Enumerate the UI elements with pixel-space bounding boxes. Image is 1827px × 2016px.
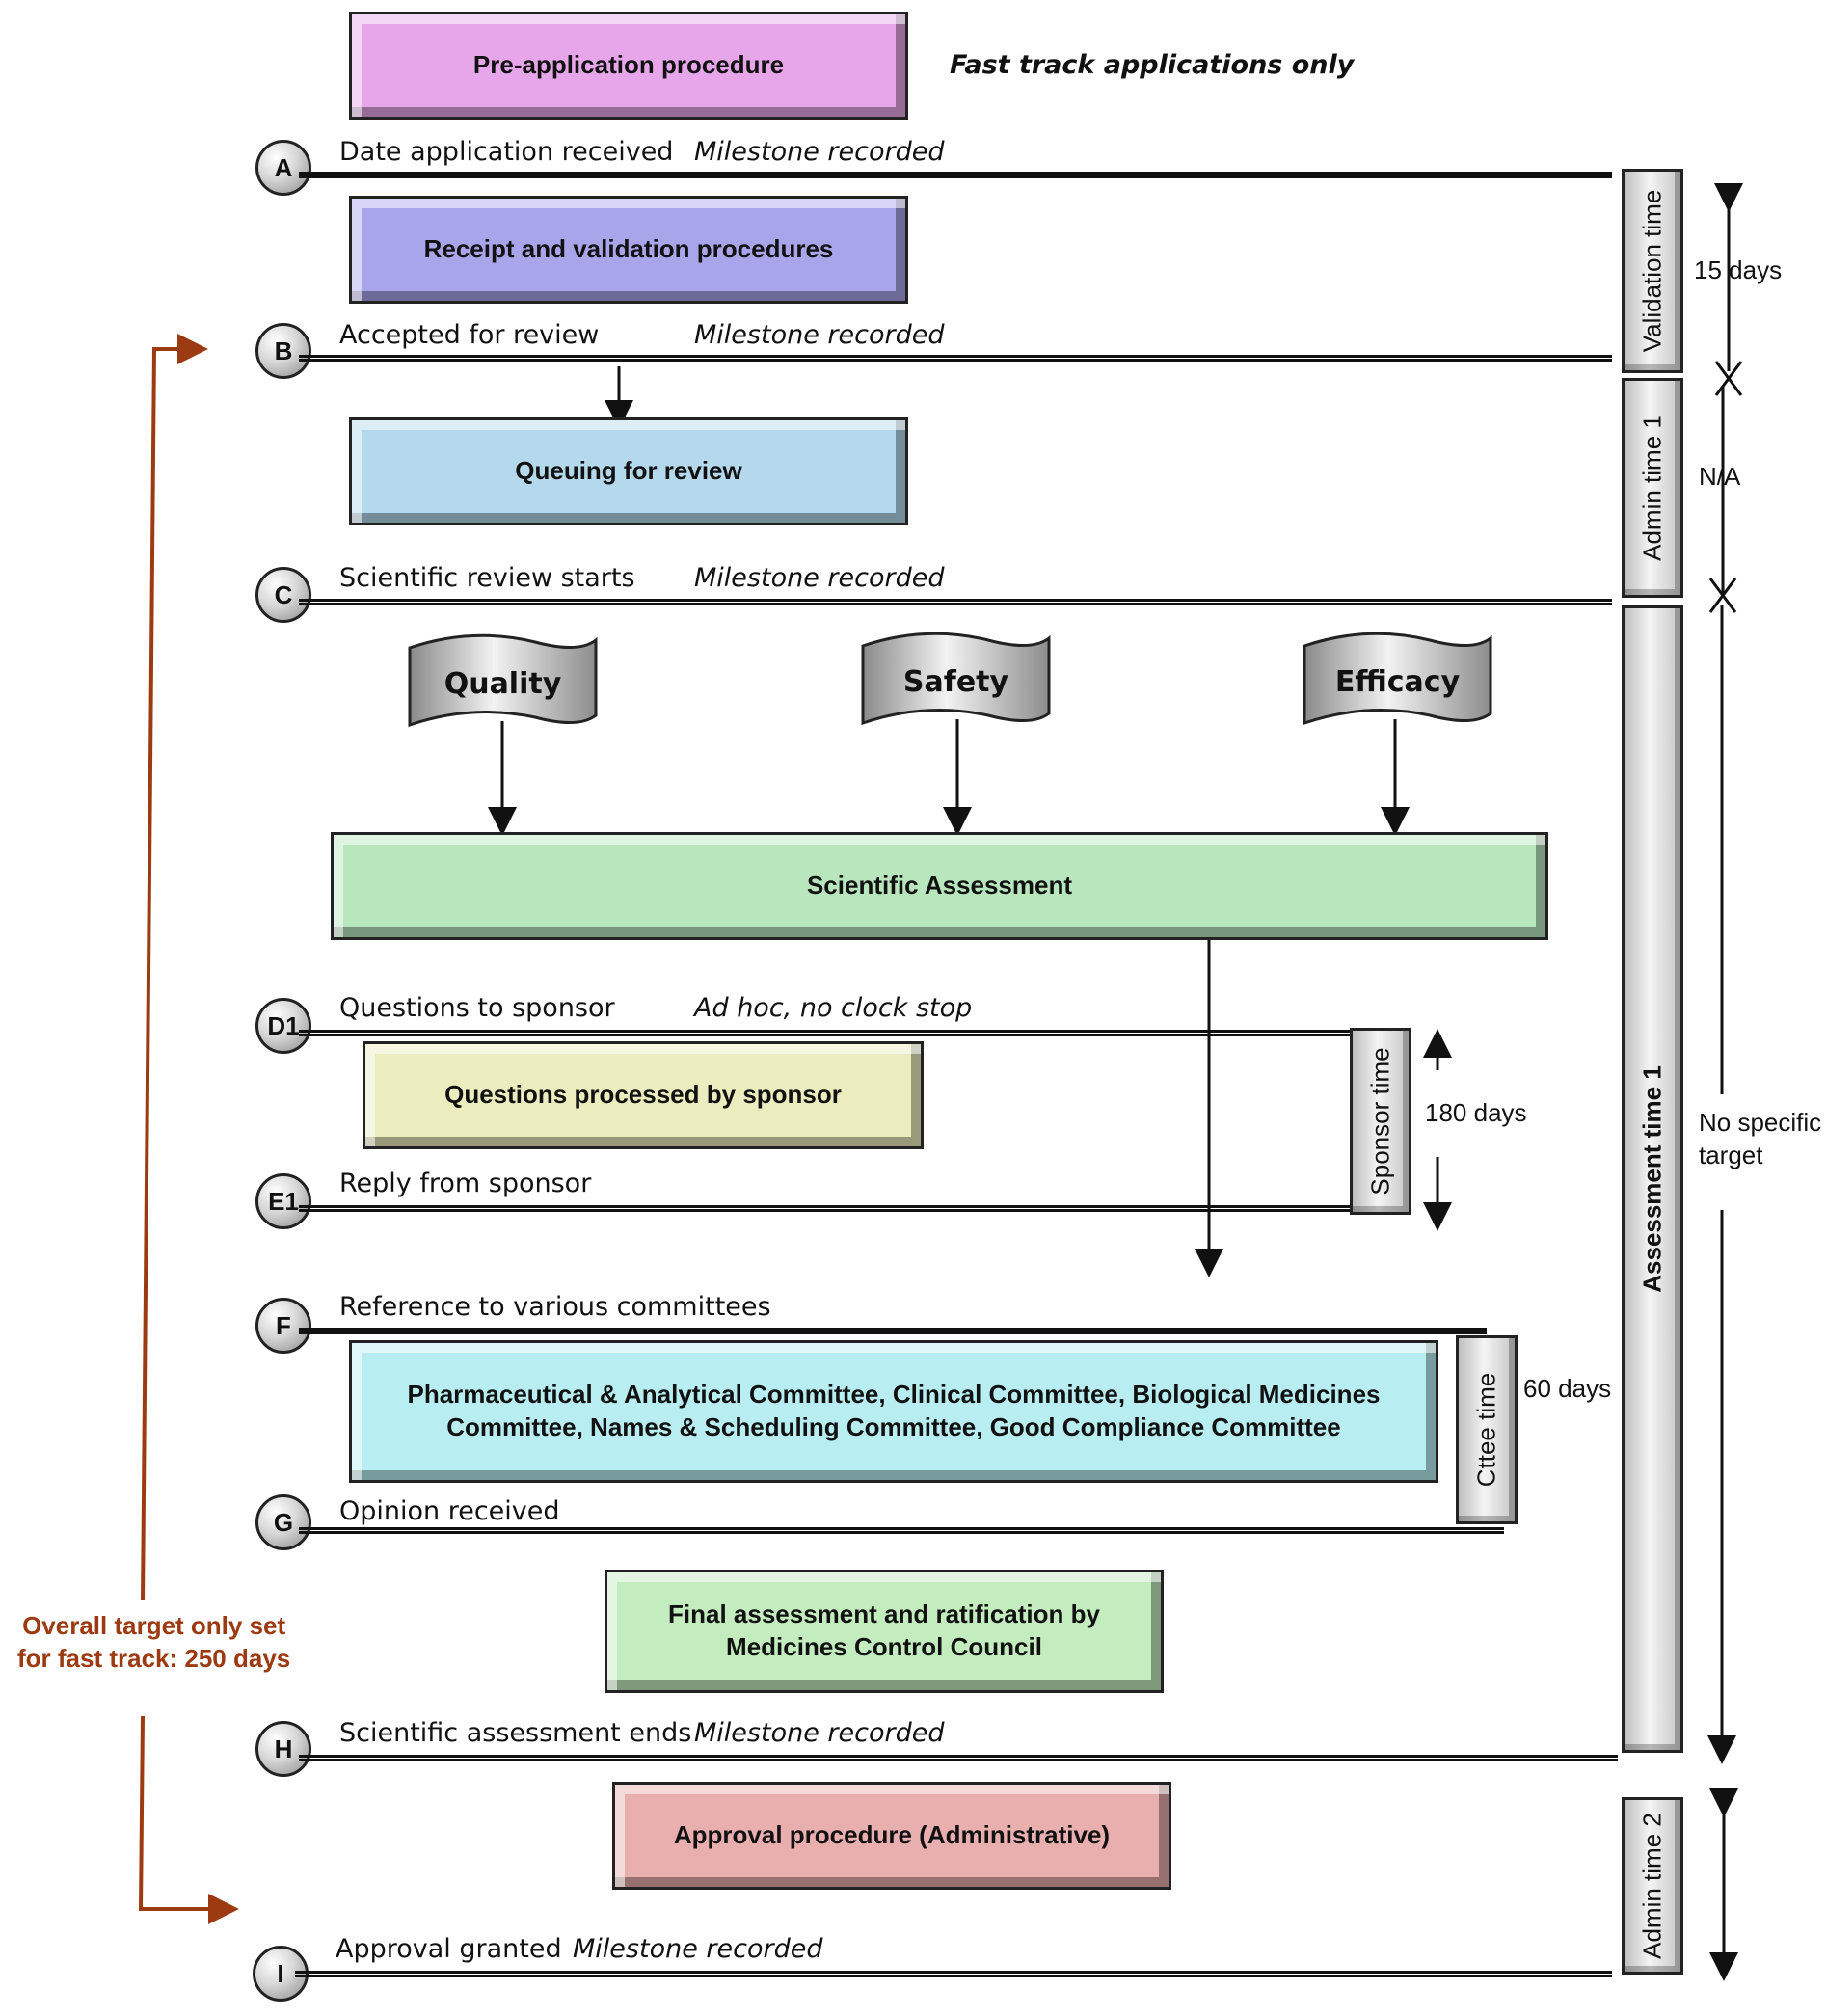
milestone-i-line [295, 1971, 1612, 1977]
final-assessment-label-line1: Final assessment and ratification by [668, 1599, 1100, 1629]
sponsor-duration: 180 days [1425, 1098, 1527, 1127]
milestone-b-label: Accepted for review [339, 320, 600, 350]
milestone-d1-label: Questions to sponsor [339, 993, 615, 1023]
cttee-time-bar: Cttee time [1456, 1335, 1518, 1524]
flag-safety [861, 632, 1051, 726]
questions-box: Questions processed by sponsor [363, 1041, 924, 1149]
pre-application-box: Pre-application procedure [349, 12, 908, 120]
flag-safety-label: Safety [902, 665, 1009, 699]
overall-bracket-bottom [138, 1715, 239, 1924]
cttee-time-label: Cttee time [1471, 1372, 1501, 1488]
sponsor-time-label: Sponsor time [1365, 1047, 1395, 1196]
admin-time-2-label: Admin time 2 [1637, 1813, 1667, 1959]
admin-1-duration: N/A [1699, 462, 1741, 491]
milestone-d1-note: Ad hoc, no clock stop [694, 993, 973, 1023]
milestone-c-label: Scientific review starts [339, 563, 635, 593]
milestone-e1-circle: E1 [255, 1173, 311, 1229]
scientific-assessment-box: Scientific Assessment [331, 832, 1548, 940]
assessment-time-1-bar: Assessment time 1 [1622, 605, 1683, 1753]
committees-label-line1: Pharmaceutical & Analytical Committee, C… [407, 1380, 1381, 1410]
milestone-b-circle: B [255, 323, 311, 379]
receipt-validation-box: Receipt and validation procedures [349, 196, 908, 304]
milestone-a-label: Date application received [339, 137, 674, 167]
milestone-f-line [299, 1328, 1487, 1334]
committees-box: Pharmaceutical & Analytical Committee, C… [349, 1340, 1438, 1483]
milestone-a-circle: A [255, 140, 311, 196]
admin-time-1-label: Admin time 1 [1637, 415, 1667, 561]
milestone-a-note: Milestone recorded [694, 137, 945, 167]
milestone-b-line [299, 355, 1612, 362]
x-mark-b [1714, 361, 1743, 396]
flag-efficacy [1303, 632, 1492, 726]
milestone-c-line [299, 599, 1612, 605]
milestone-g-circle: G [255, 1494, 311, 1550]
milestone-h-label: Scientific assessment ends [339, 1718, 692, 1748]
milestone-c-note: Milestone recorded [694, 563, 945, 593]
flag-quality [408, 633, 598, 728]
admin-time-2-bar: Admin time 2 [1622, 1797, 1683, 1975]
milestone-e1-label: Reply from sponsor [339, 1169, 592, 1198]
receipt-validation-label: Receipt and validation procedures [423, 234, 834, 264]
milestone-c-circle: C [255, 567, 311, 623]
flag-quality-label: Quality [443, 667, 562, 701]
milestone-g-line [299, 1527, 1504, 1534]
queuing-box: Queuing for review [349, 417, 908, 525]
pre-application-label: Pre-application procedure [472, 50, 785, 80]
validation-duration: 15 days [1694, 255, 1783, 284]
milestone-i-circle: I [253, 1946, 309, 2002]
milestone-f-circle: F [255, 1298, 311, 1354]
milestone-i-label: Approval granted [336, 1934, 562, 1964]
approval-box: Approval procedure (Administrative) [612, 1782, 1171, 1890]
milestone-g-label: Opinion received [339, 1496, 560, 1526]
milestone-f-label: Reference to various committees [339, 1292, 771, 1322]
x-mark-c [1708, 578, 1737, 613]
milestone-b-note: Milestone recorded [694, 320, 945, 350]
validation-time-label: Validation time [1637, 189, 1667, 353]
assessment-duration: No specific target [1699, 1108, 1822, 1169]
admin-time-1-bar: Admin time 1 [1622, 378, 1683, 598]
milestone-e1-line [299, 1205, 1352, 1212]
milestone-d1-line [299, 1030, 1352, 1036]
milestone-h-note: Milestone recorded [694, 1718, 945, 1748]
approval-label: Approval procedure (Administrative) [673, 1820, 1111, 1850]
milestone-i-note: Milestone recorded [573, 1934, 823, 1964]
committees-label-line2: Committee, Names & Scheduling Committee,… [446, 1412, 1341, 1441]
milestone-a-line [299, 172, 1612, 178]
overall-target-note: Overall target only set for fast track: … [17, 1611, 291, 1673]
validation-time-bar: Validation time [1622, 169, 1683, 373]
final-assessment-label-line2: Medicines Control Council [726, 1632, 1042, 1661]
overall-bracket-top [141, 334, 208, 1601]
assessment-time-1-label: Assessment time 1 [1637, 1065, 1667, 1293]
scientific-assessment-label: Scientific Assessment [806, 871, 1073, 900]
sponsor-time-bar: Sponsor time [1350, 1028, 1411, 1215]
flag-efficacy-label: Efficacy [1334, 665, 1461, 699]
cttee-duration: 60 days [1523, 1374, 1612, 1403]
final-assessment-box: Final assessment and ratification by Med… [605, 1570, 1164, 1693]
queuing-label: Queuing for review [515, 456, 742, 486]
milestone-h-circle: H [255, 1721, 311, 1777]
fast-track-note: Fast track applications only [950, 50, 1355, 80]
milestone-h-line [299, 1755, 1618, 1761]
questions-label: Questions processed by sponsor [444, 1080, 842, 1110]
milestone-d1-circle: D1 [255, 998, 311, 1054]
